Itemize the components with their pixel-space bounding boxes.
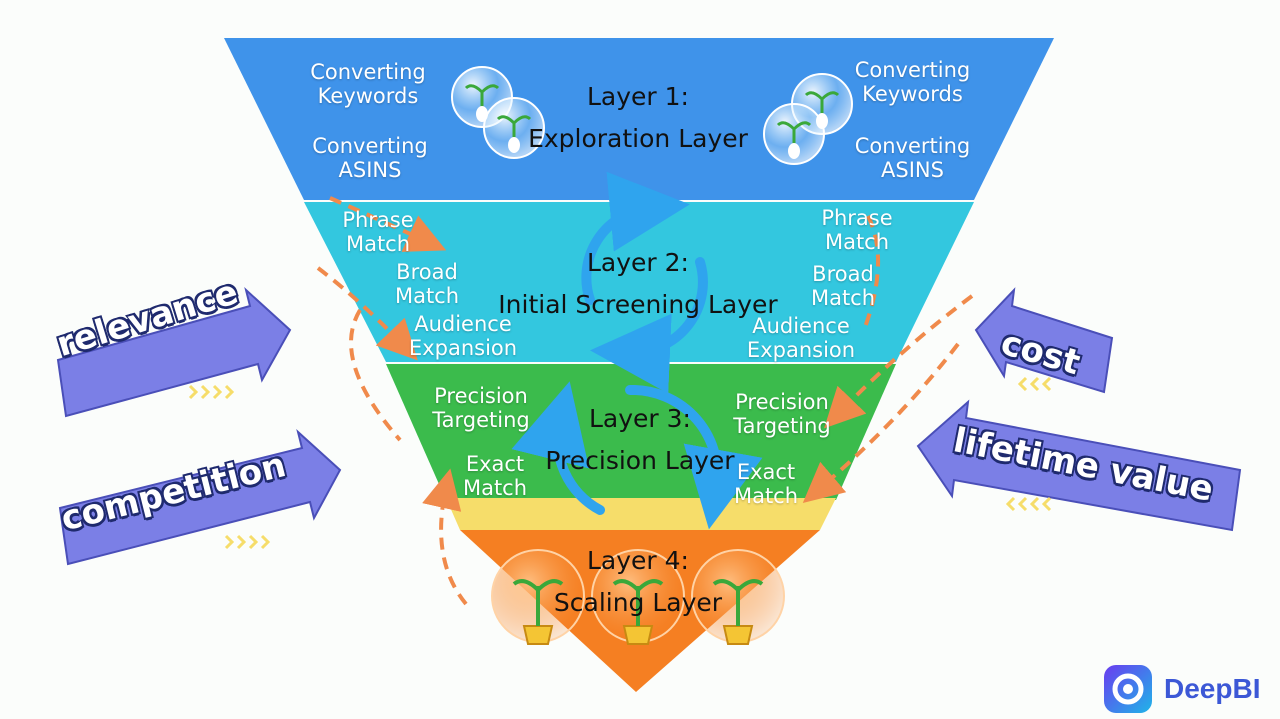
- flow-lines: [316, 196, 974, 606]
- brand-name: DeepBI: [1164, 673, 1261, 704]
- layer3-title: Layer 3: Precision Layer: [545, 404, 735, 475]
- layer2-title: Layer 2: Initial Screening Layer: [498, 248, 778, 319]
- layer2-right-label: Phrase Match: [821, 206, 893, 254]
- layer1-band: [224, 38, 1054, 200]
- cost-arrow: [974, 287, 1114, 394]
- layer2-left-label: Audience Expansion: [408, 312, 518, 360]
- layer2-right-label: Audience Expansion: [746, 314, 856, 362]
- competition-arrow: [58, 429, 342, 566]
- layer3-left-label: Precision Targeting: [432, 384, 530, 432]
- layer1-right-label: Converting Keywords: [854, 58, 971, 106]
- cycle-arrows-icon: [581, 171, 708, 394]
- lifetime-value-arrow: [916, 399, 1242, 532]
- layer1-left-label: Converting ASINS: [312, 134, 428, 182]
- layer2-left-label: Phrase Match: [342, 208, 414, 256]
- cycle-arrows-icon: [511, 381, 763, 530]
- brand-logo: DeepBI: [1104, 664, 1264, 714]
- layer3-right-label: Exact Match: [733, 460, 799, 508]
- layer3-left-label: Exact Match: [462, 452, 528, 500]
- layer1-left-label: Converting Keywords: [310, 60, 426, 108]
- layer2-left-label: Broad Match: [394, 260, 460, 308]
- layer2-band: [304, 202, 974, 362]
- layer4-title: Layer 4: Scaling Layer: [553, 546, 723, 617]
- relevance-arrow: [56, 287, 292, 418]
- seedling-bubble-icon: [763, 73, 853, 165]
- layer1-title: Layer 1: Exploration Layer: [528, 82, 748, 153]
- deepbi-logo-icon: [1104, 665, 1152, 713]
- layer2-right-label: Broad Match: [810, 262, 876, 310]
- layer1-right-label: Converting ASINS: [854, 134, 971, 182]
- seedling-bubble-icon: [451, 66, 545, 159]
- layer3-right-label: Precision Targeting: [733, 390, 831, 438]
- gold-ingot-sprout-icon: [491, 549, 785, 645]
- chevrons: [188, 376, 1052, 550]
